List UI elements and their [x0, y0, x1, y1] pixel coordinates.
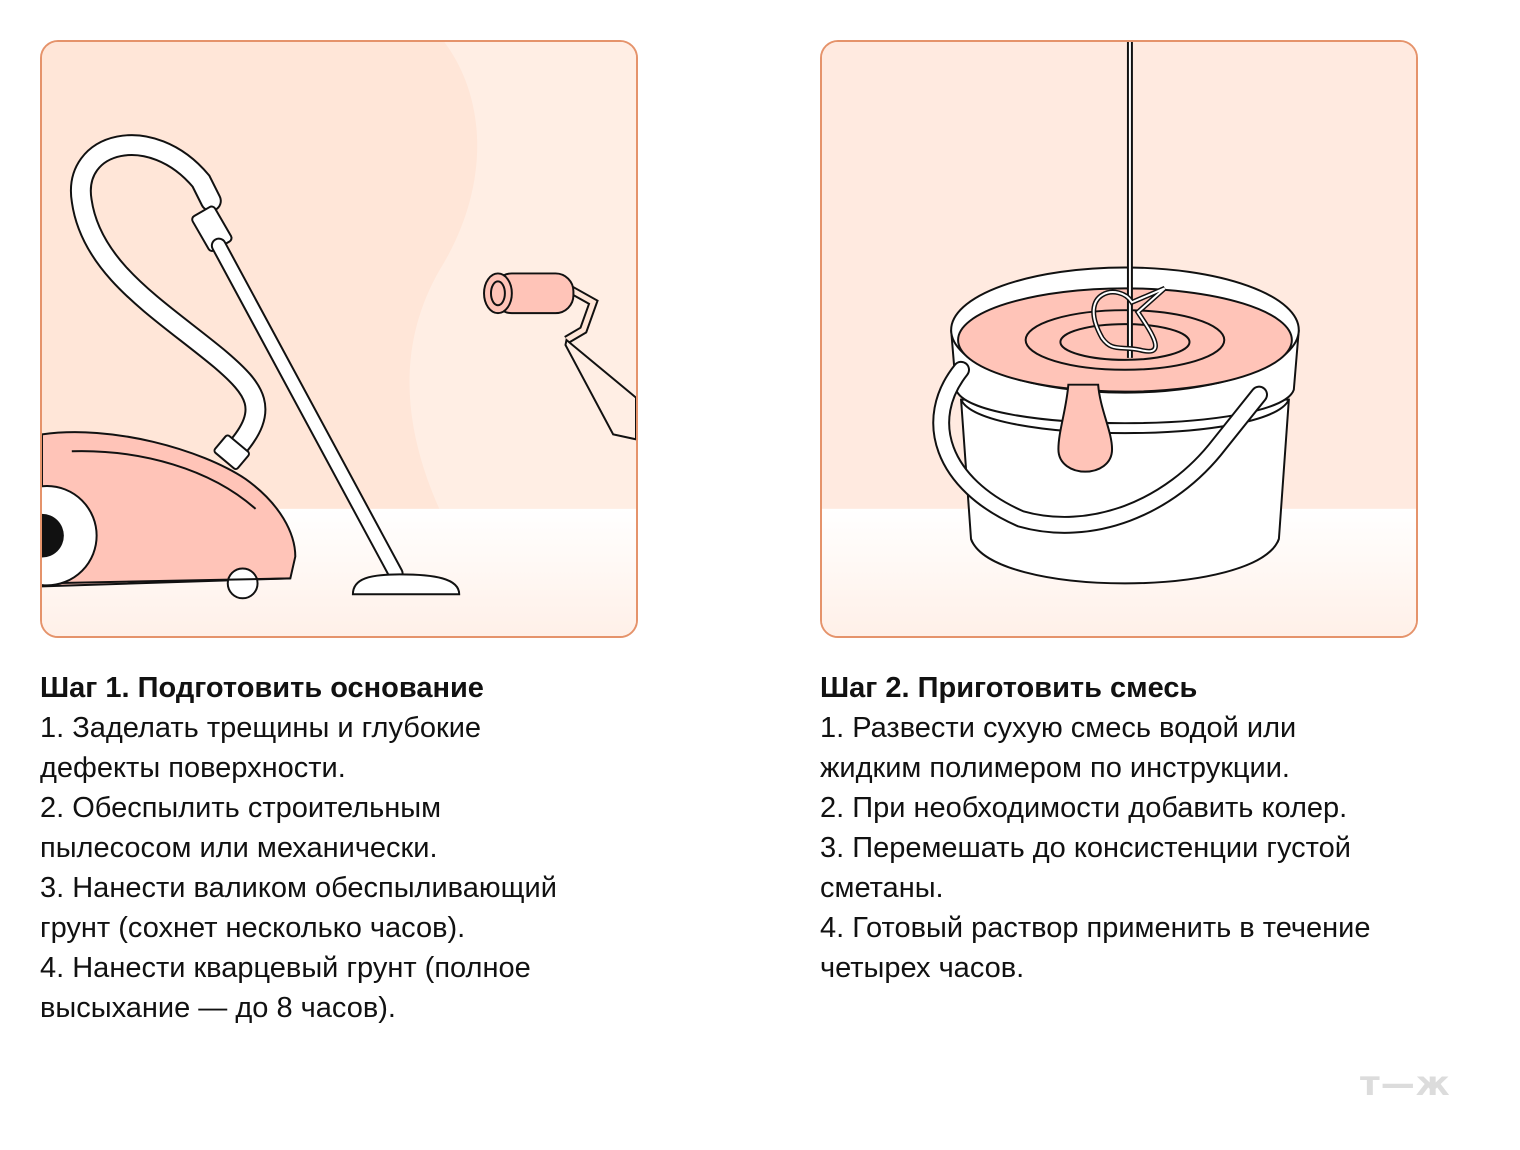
step1-title: Шаг 1. Подготовить основание	[40, 672, 484, 704]
step1-line: 3. Нанести валиком обеспыливающий	[40, 872, 557, 904]
step1-line: грунт (сохнет несколько часов).	[40, 912, 466, 944]
step2-title: Шаг 2. Приготовить смесь	[820, 672, 1198, 704]
step1-line: 2. Обеспылить строительным	[40, 792, 442, 824]
brand-logo: т—ж	[1360, 1064, 1451, 1104]
step2-line: 4. Готовый раствор применить в течение	[820, 912, 1371, 944]
step1-line: 4. Нанести кварцевый грунт (полное	[40, 952, 531, 984]
paint-roller-icon	[483, 272, 636, 441]
step2-illustration-card	[820, 40, 1418, 638]
step2-section: Шаг 2. Приготовить смесь 1. Развести сух…	[820, 668, 1460, 988]
step1-line: дефекты поверхности.	[40, 752, 346, 784]
step1-line: высыхание — до 8 часов).	[40, 992, 396, 1024]
step1-illustration-card	[40, 40, 638, 638]
step1-section: Шаг 1. Подготовить основание 1. Заделать…	[40, 668, 680, 1028]
step2-line: жидким полимером по инструкции.	[820, 752, 1290, 784]
step1-line: пылесосом или механически.	[40, 832, 438, 864]
step2-line: сметаны.	[820, 872, 944, 904]
vacuum-cleaner-illustration	[42, 42, 636, 636]
step2-line: 2. При необходимости добавить колер.	[820, 792, 1348, 824]
step1-line: 1. Заделать трещины и глубокие	[40, 712, 482, 744]
step2-line: 3. Перемешать до консистенции густой	[820, 832, 1351, 864]
step2-line: четырех часов.	[820, 952, 1025, 984]
step2-line: 1. Развести сухую смесь водой или	[820, 712, 1297, 744]
bucket-mixer-illustration	[822, 42, 1416, 636]
